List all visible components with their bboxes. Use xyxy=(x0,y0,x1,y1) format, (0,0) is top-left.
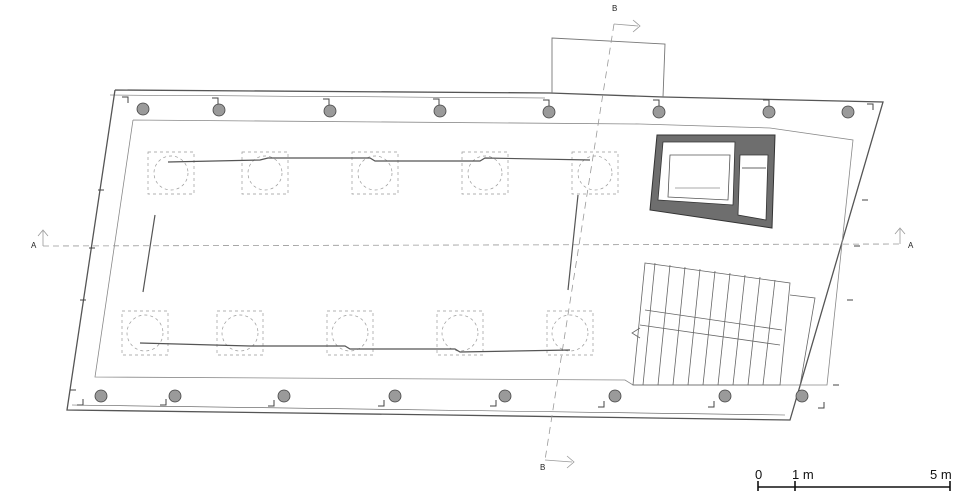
column xyxy=(795,389,809,403)
columns-top xyxy=(136,102,855,119)
section-line-a xyxy=(37,227,906,247)
inner-slab-edge xyxy=(94,119,854,386)
footings-top xyxy=(147,151,619,195)
column xyxy=(608,389,622,403)
column xyxy=(542,105,556,119)
stair xyxy=(631,262,816,387)
column xyxy=(841,105,855,119)
section-a-right-label: A xyxy=(908,241,914,250)
scale-five-meter-label: 5 m xyxy=(930,467,952,482)
facade-brackets xyxy=(70,96,874,409)
section-b-top-label: B xyxy=(612,4,617,13)
column xyxy=(762,105,776,119)
section-line-b xyxy=(544,19,641,469)
column xyxy=(168,389,182,403)
column xyxy=(498,389,512,403)
scale-one-meter-label: 1 m xyxy=(792,467,814,482)
column xyxy=(277,389,291,403)
column xyxy=(433,104,447,118)
column xyxy=(652,105,666,119)
section-b-bottom-label: B xyxy=(540,463,545,472)
footings-bottom xyxy=(121,310,594,356)
column xyxy=(718,389,732,403)
scale-bar xyxy=(757,481,951,491)
column xyxy=(136,102,150,116)
columns-bottom xyxy=(94,389,809,403)
column xyxy=(212,103,226,117)
service-core xyxy=(649,134,776,229)
scale-zero-label: 0 xyxy=(755,467,762,482)
column xyxy=(94,389,108,403)
top-projection xyxy=(551,37,666,98)
column xyxy=(388,389,402,403)
interior-walls xyxy=(139,157,591,353)
section-a-left-label: A xyxy=(31,241,37,250)
column xyxy=(323,104,337,118)
outer-slab xyxy=(66,89,884,421)
